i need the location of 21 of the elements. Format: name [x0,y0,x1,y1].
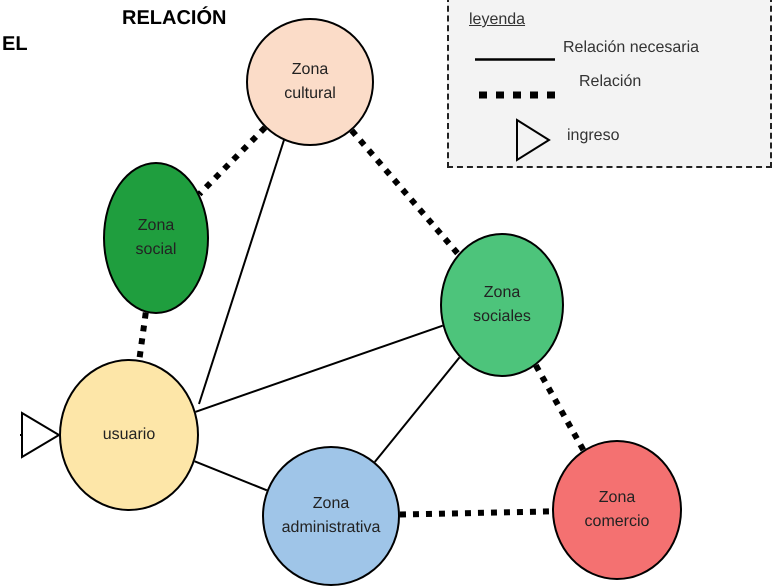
zone-label: Zona social [134,216,178,260]
legend-title: leyenda [469,10,526,30]
legend-label: ingreso [567,126,620,146]
title-text: RELACIÓN [122,6,226,30]
connector-line [194,460,268,492]
dotted-connector [136,312,149,360]
connector-line [195,324,443,413]
dotted-connector [197,125,268,196]
zone-label: Zona sociales [472,283,532,327]
zone-label: usuario [102,425,156,445]
title-text: EL [2,32,28,56]
dotted-connector [533,364,586,452]
connector-line [198,140,285,404]
dotted-connector [349,128,460,256]
zone-label: Zona cultural [283,60,337,104]
legend-label: Relación [579,72,642,92]
zone-label: Zona administrativa [280,494,382,538]
legend-label: Relación necesaria [563,38,700,58]
connector-line [374,356,460,463]
zone-label: Zona comercio [584,488,650,532]
entry-arrow [20,412,60,458]
